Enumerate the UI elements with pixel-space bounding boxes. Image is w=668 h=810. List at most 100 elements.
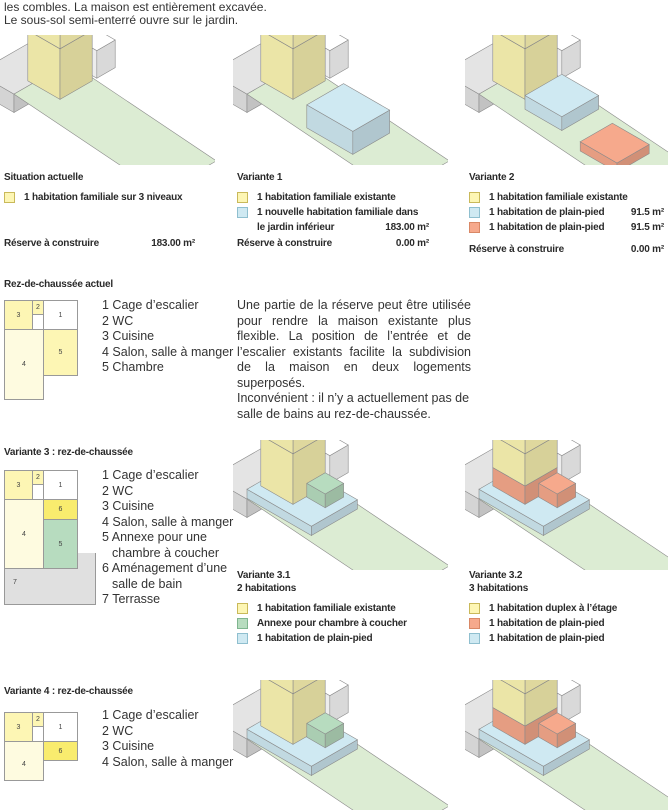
legend-item: 1 nouvelle habitation familiale dans [237,205,432,220]
house-roof [524,440,550,455]
house-roof [500,35,526,50]
room-list-item: 1 Cage d’escalier [102,468,199,482]
legend-item: 1 habitation duplex à l’étage [469,601,617,616]
paragraph-drawback: Inconvénient : il n’y a actuellement pas… [237,391,470,421]
room-1: 1 [43,712,78,742]
yellow-swatch [237,192,248,203]
section-title: Variante 3 : rez-de-chaussée [4,447,133,458]
legend-item: 1 habitation familiale existante [469,190,664,205]
plain-pied-orange-top [538,472,577,495]
legend-item: 1 habitation de plain-pied [469,631,605,646]
variant-subtitle: 3 habitations [469,583,529,594]
bedroom-annex-top [306,472,345,495]
blue-swatch [237,207,248,218]
paragraph-text: Une partie de la réserve peut être utili… [237,298,471,390]
green-swatch [237,618,248,629]
house-roof [292,35,318,50]
yellow-swatch [469,192,480,203]
house-roof [524,680,550,695]
room-list-item: salle de bain [112,576,183,591]
room-list-item: 4 Salon, salle à manger [102,754,234,769]
house-roof [500,440,526,455]
axonometry-current [0,35,215,165]
section-title: Rez-de-chaussée actuel [4,279,113,290]
room-6: 6 [43,499,78,520]
house-roof [268,680,294,695]
room-list-item: 3 Cuisine [102,739,155,753]
description-paragraph: Une partie de la réserve peut être utili… [237,298,471,422]
room-1: 1 [43,300,78,330]
intro-line-1: les combles. La maison est entièrement e… [4,0,267,14]
room-list-item: chambre à coucher [112,545,220,560]
intro-line-2: Le sous-sol semi-enterré ouvre sur le ja… [4,13,239,27]
legend-item: 1 habitation de plain-pied [237,631,373,646]
new-house-top [306,83,391,132]
yellow-swatch [237,603,248,614]
room-3: 3 [4,470,33,500]
house-roof [59,35,85,50]
legend-item: 1 habitation familiale existante [237,190,432,205]
room-list-item: 7 Terrasse [102,592,161,606]
legend-item: 1 habitation de plain-pied [469,616,605,631]
plain-pied-orange-top [538,712,577,735]
legend-item: 1 habitation familiale sur 3 niveaux [4,190,204,205]
variant-subtitle: 2 habitations [237,583,297,594]
blue-swatch [237,633,248,644]
axonometry-variant-4-2 [465,680,668,810]
variant-title: Variante 3.2 [469,570,523,581]
floor-plan-variant-3: 7 3 2 1 4 6 5 [4,470,96,605]
axonometry-variant-2 [465,35,668,165]
room-4: 4 [4,329,44,400]
plan-cutout [78,543,96,553]
room-list-item: 4 Salon, salle à manger [102,514,234,529]
house-roof [500,680,526,695]
blue-swatch [469,633,480,644]
room-list-item: 1 Cage d’escalier [102,298,199,312]
house-roof [35,35,61,50]
room-list-item: 5 Annexe pour une [102,530,207,544]
room-5: 5 [43,519,78,569]
orange-swatch [469,222,480,233]
room-4: 4 [4,499,44,569]
axonometry-variant-3-1 [233,440,448,570]
bedroom-annex-top [306,712,345,735]
section-title: Variante 4 : rez-de-chaussée [4,686,133,697]
room-list-item: 1 Cage d’escalier [102,708,199,722]
room-list-item: 2 WC [102,483,134,498]
axonometry-variant-1 [233,35,448,165]
yellow-swatch [4,192,15,203]
legend-item: 1 habitation familiale existante [237,601,396,616]
house-roof [292,440,318,455]
room-3: 3 [4,712,33,742]
variant-title: Variante 2 [469,172,515,183]
yellow-swatch [469,603,480,614]
blue-swatch [469,207,480,218]
room-list-item: 5 Chambre [102,360,164,374]
house-roof [268,35,294,50]
room-6: 6 [43,741,78,761]
house-roof [292,680,318,695]
room-list-item: 2 WC [102,313,134,328]
room-5: 5 [43,329,78,376]
room-list-item: 3 Cuisine [102,499,155,513]
room-4: 4 [4,741,44,781]
room-list-item: 6 Aménagement d’une [102,561,228,575]
floor-plan-current: 3 2 1 4 5 [4,300,78,400]
axonometry-variant-3-2 [465,440,668,570]
room-3: 3 [4,300,33,330]
variant-title: Variante 3.1 [237,570,291,581]
floor-plan-variant-4: 3 2 1 4 6 [4,712,78,781]
variant-title: Variante 1 [237,172,283,183]
room-1: 1 [43,470,78,500]
room-list-item: 3 Cuisine [102,329,155,343]
house-roof [524,35,550,50]
legend-item: Annexe pour chambre à coucher [237,616,407,631]
